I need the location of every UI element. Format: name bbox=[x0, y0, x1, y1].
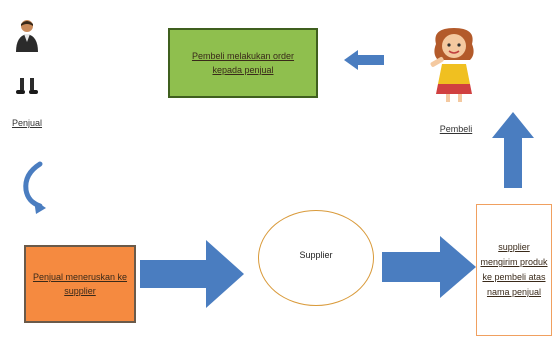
seller-legs-icon bbox=[12, 78, 42, 96]
shipping-box-text: supplier mengirim produk ke pembeli atas… bbox=[480, 242, 548, 297]
buyer-label: Pembeli bbox=[439, 124, 473, 134]
right-arrow-icon bbox=[140, 240, 244, 308]
order-box-text: Pembeli melakukan order kepada penjual bbox=[191, 51, 295, 75]
left-arrow-icon bbox=[344, 50, 384, 70]
curved-arrow-icon bbox=[18, 160, 48, 214]
supplier-label: Supplier bbox=[299, 250, 333, 260]
seller-person-icon bbox=[12, 18, 42, 52]
order-box: Pembeli melakukan order kepada penjual bbox=[168, 28, 318, 98]
forward-box-text: Penjual meneruskan ke supplier bbox=[32, 272, 128, 296]
supplier-ellipse bbox=[258, 210, 374, 306]
seller-label: Penjual bbox=[11, 118, 43, 128]
up-arrow-icon bbox=[492, 112, 534, 188]
shipping-box: supplier mengirim produk ke pembeli atas… bbox=[476, 204, 552, 336]
forward-box: Penjual meneruskan ke supplier bbox=[24, 245, 136, 323]
right-arrow-icon bbox=[382, 236, 476, 298]
buyer-girl-icon bbox=[426, 24, 482, 102]
